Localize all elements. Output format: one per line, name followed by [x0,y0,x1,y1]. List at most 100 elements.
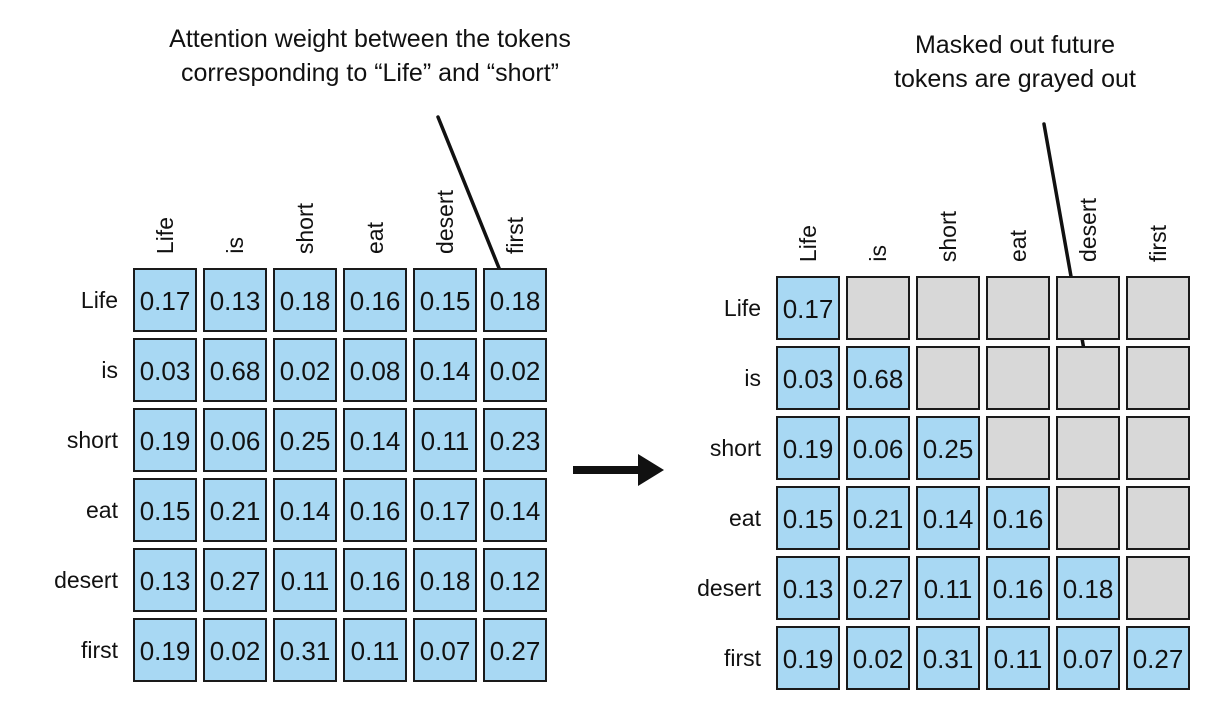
masked-cell-Life-short [916,276,980,340]
weight-cell-desert-desert: 0.18 [413,548,477,612]
arrow-right-icon [573,454,664,486]
weight-cell-Life-eat: 0.16 [343,268,407,332]
col-header-desert: desert [413,150,477,262]
masked-cell-Life-desert [1056,276,1120,340]
weight-cell-eat-eat: 0.16 [986,486,1050,550]
col-header-first: first [1126,158,1190,270]
col-header-desert: desert [1056,158,1120,270]
masked-cell-is-desert [1056,346,1120,410]
weight-cell-is-eat: 0.08 [343,338,407,402]
right-annotation-line1: Masked out future [914,31,1116,59]
masked-cell-eat-desert [1056,486,1120,550]
weight-cell-desert-short: 0.11 [273,548,337,612]
row-label-first: first [80,636,118,663]
weight-cell-Life-first: 0.18 [483,268,547,332]
weight-cell-short-Life: 0.19 [133,408,197,472]
weight-cell-is-Life: 0.03 [133,338,197,402]
col-header-label: eat [1004,230,1031,262]
weight-cell-first-short: 0.31 [916,626,980,690]
col-header-label: Life [151,216,178,254]
masked-cell-desert-first [1126,556,1190,620]
weight-cell-Life-desert: 0.15 [413,268,477,332]
weight-cell-desert-desert: 0.18 [1056,556,1120,620]
col-header-label: eat [361,222,388,254]
right-annotation: Masked out future tokens are grayed out [835,28,1195,96]
weight-cell-first-Life: 0.19 [776,626,840,690]
col-header-eat: eat [343,150,407,262]
weight-cell-desert-is: 0.27 [203,548,267,612]
masked-cell-short-first [1126,416,1190,480]
row-label-short: short [66,426,118,453]
weight-cell-short-is: 0.06 [846,416,910,480]
masked-cell-short-eat [986,416,1050,480]
col-header-eat: eat [986,158,1050,270]
row-label-eat: eat [86,496,118,523]
weight-cell-eat-first: 0.14 [483,478,547,542]
weight-cell-is-short: 0.02 [273,338,337,402]
row-label-first: first [723,644,761,671]
weight-cell-short-short: 0.25 [916,416,980,480]
weight-cell-eat-is: 0.21 [846,486,910,550]
row-label-Life: Life [80,286,118,313]
row-label-is: is [744,364,761,391]
weight-cell-short-short: 0.25 [273,408,337,472]
weight-cell-is-first: 0.02 [483,338,547,402]
masked-cell-short-desert [1056,416,1120,480]
col-header-label: short [934,210,961,262]
weight-cell-short-first: 0.23 [483,408,547,472]
weight-cell-Life-short: 0.18 [273,268,337,332]
weight-cell-desert-eat: 0.16 [343,548,407,612]
col-header-label: is [221,237,248,254]
col-header-label: Life [794,224,821,262]
col-header-label: first [1144,224,1171,262]
weight-cell-short-is: 0.06 [203,408,267,472]
col-header-is: is [203,150,267,262]
right-annotation-line2: tokens are grayed out [894,65,1136,93]
weight-cell-first-is: 0.02 [203,618,267,682]
masked-cell-is-eat [986,346,1050,410]
weight-cell-first-Life: 0.19 [133,618,197,682]
col-header-short: short [916,158,980,270]
weight-cell-short-eat: 0.14 [343,408,407,472]
weight-cell-short-desert: 0.11 [413,408,477,472]
col-header-label: desert [431,190,458,254]
matrix-corner-spacer [30,150,127,262]
masked-cell-eat-first [1126,486,1190,550]
weight-cell-desert-first: 0.12 [483,548,547,612]
weight-cell-Life-is: 0.13 [203,268,267,332]
weight-cell-eat-eat: 0.16 [343,478,407,542]
weight-cell-is-Life: 0.03 [776,346,840,410]
col-header-label: first [501,216,528,254]
weight-cell-eat-desert: 0.17 [413,478,477,542]
weight-cell-first-eat: 0.11 [986,626,1050,690]
weight-cell-short-Life: 0.19 [776,416,840,480]
weight-cell-desert-Life: 0.13 [776,556,840,620]
col-header-label: is [864,245,891,262]
weight-cell-is-is: 0.68 [846,346,910,410]
col-header-Life: Life [133,150,197,262]
col-header-first: first [483,150,547,262]
col-header-label: short [291,202,318,254]
weight-cell-first-desert: 0.07 [1056,626,1120,690]
weight-cell-Life-Life: 0.17 [133,268,197,332]
weight-cell-desert-is: 0.27 [846,556,910,620]
row-label-desert: desert [697,574,761,601]
weight-cell-eat-short: 0.14 [273,478,337,542]
left-annotation-line2: corresponding to “Life” and “short” [181,59,559,87]
col-header-label: desert [1074,198,1101,262]
weight-cell-first-is: 0.02 [846,626,910,690]
row-label-eat: eat [729,504,761,531]
row-label-is: is [101,356,118,383]
weight-cell-desert-eat: 0.16 [986,556,1050,620]
masked-cell-Life-first [1126,276,1190,340]
weight-cell-eat-short: 0.14 [916,486,980,550]
weight-cell-first-eat: 0.11 [343,618,407,682]
left-annotation: Attention weight between the tokens corr… [80,22,660,90]
col-header-is: is [846,158,910,270]
masked-cell-Life-eat [986,276,1050,340]
row-label-short: short [709,434,761,461]
matrix-corner-spacer [673,158,770,270]
